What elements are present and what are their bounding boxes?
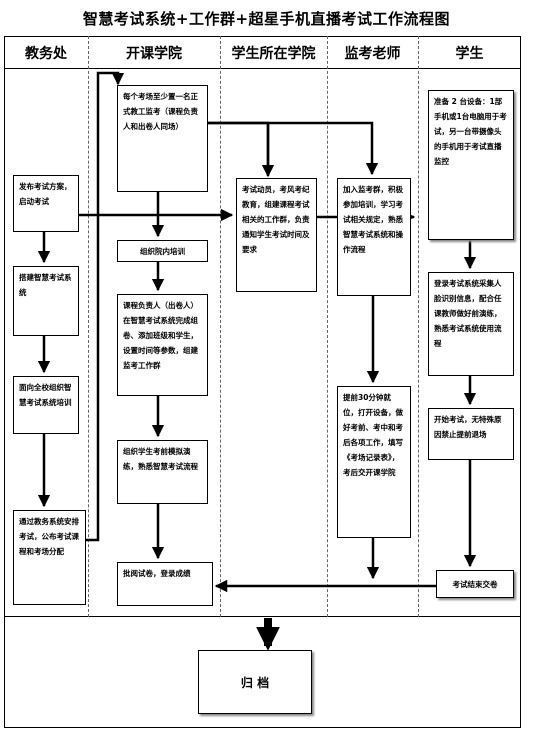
box-setup-exam: 课程负责人（出卷人）在智慧考试系统完成组卷、添加班级和学生，设置时间等参数，组建… — [117, 294, 208, 396]
lane-divider — [327, 36, 328, 617]
lane-header-invigilator: 监考老师 — [344, 46, 401, 62]
lane-header-academic-affairs: 教务处 — [25, 46, 67, 62]
box-grade-papers: 批阅试卷，登录成绩 — [117, 562, 213, 606]
arrow — [208, 121, 270, 174]
box-join-invigilator-group: 加入监考群，积极参加培训，学习考试相关规定，熟悉智慧考试系统和操作流程 — [337, 178, 411, 296]
box-build-smart-exam-system: 搭建智慧考试系统 — [13, 266, 79, 336]
box-publish-exam-plan: 发布考试方案，启动考试 — [13, 175, 79, 232]
box-archive: 归 档 — [198, 650, 312, 714]
box-login-face-capture: 登录考试系统采集人脸识别信息，配合任课教师做好前演练，熟悉考试系统使用流程 — [428, 272, 514, 376]
lanes-bottom-divider — [4, 616, 521, 617]
lane-header-student: 学生 — [455, 46, 484, 62]
box-start-exam: 开始考试，无特殊原因禁止提前退场 — [428, 408, 514, 460]
box-arrive-early: 提前30分钟就位，打开设备，做好考前、考中和考后各项工作，填写《考场记录表》，考… — [337, 386, 411, 538]
box-assign-invigilators: 每个考场至少置一名正式教工监考（课程负责人和出卷人同场） — [117, 85, 208, 192]
box-prepare-devices: 准备 2 台设备：1部手机或1台电脑用于考试，另一台带摄像头的手机用于考试直播监… — [428, 90, 514, 240]
box-mock-exam: 组织学生考前模拟演练，熟悉智慧考试流程 — [117, 440, 208, 504]
flowchart-frame — [4, 36, 521, 728]
box-submit-paper: 考试结束交卷 — [436, 570, 514, 598]
lane-divider — [418, 36, 419, 617]
box-college-training: 组织院内培训 — [117, 240, 208, 262]
arrow — [208, 121, 379, 176]
lane-header-course-college: 开课学院 — [126, 46, 182, 62]
lane-divider — [220, 36, 221, 617]
box-exam-mobilization: 考试动员，考风考纪教育，组建课程考试相关的工作群，负责通知学生考试时间及要求 — [236, 178, 317, 292]
box-school-wide-training: 面向全校组织智慧考试系统培训 — [13, 376, 79, 434]
header-divider — [4, 68, 521, 69]
arrow — [86, 71, 125, 542]
lane-divider — [88, 36, 89, 617]
diagram-title: 智慧考试系统+工作群+超星手机直播考试工作流程图 — [82, 10, 451, 28]
box-schedule-and-publish: 通过教务系统安排考试，公布考试课程和考场分配 — [13, 510, 86, 605]
lane-header-student-college: 学生所在学院 — [231, 46, 316, 62]
